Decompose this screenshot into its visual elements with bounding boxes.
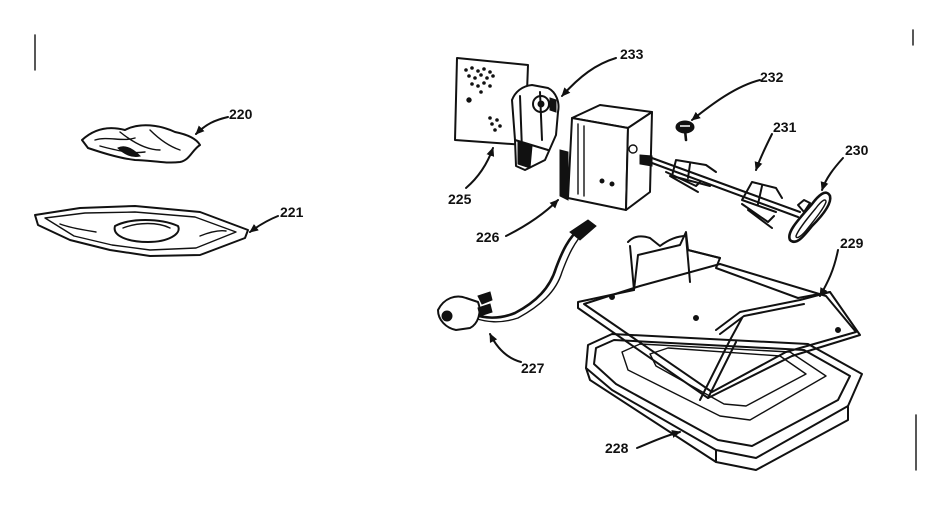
perforation-dot — [498, 124, 502, 128]
perforation-dot — [476, 84, 480, 88]
label-233: 233 — [620, 46, 644, 62]
perforation-dot — [485, 76, 489, 80]
perforation-dot — [479, 90, 483, 94]
part-233-motor-bracket — [511, 84, 560, 171]
perforation-dot — [482, 67, 486, 71]
part-226-motor-unit — [559, 104, 653, 211]
part-220-cover — [81, 124, 201, 164]
perforation-dots — [464, 66, 502, 132]
label-229: 229 — [840, 235, 864, 251]
part-231-spit-rod — [639, 154, 801, 229]
part-229-wire-rack — [577, 231, 861, 401]
perforation-dot — [495, 118, 499, 122]
perforation-dot — [467, 74, 471, 78]
part-225-mounting-plate — [454, 57, 529, 146]
part-232-screw — [675, 120, 695, 142]
label-225: 225 — [448, 191, 472, 207]
label-230: 230 — [845, 142, 869, 158]
perforation-dot — [470, 82, 474, 86]
scan-edge-marks — [34, 29, 917, 471]
perforation-dot — [473, 76, 477, 80]
label-227: 227 — [521, 360, 545, 376]
label-228: 228 — [605, 440, 629, 456]
perforation-dot — [488, 70, 492, 74]
perforation-dot — [488, 84, 492, 88]
perforation-dot — [479, 73, 483, 77]
part-227-power-cord — [437, 219, 597, 331]
perforation-dot — [464, 68, 468, 72]
perforation-dot — [470, 66, 474, 70]
label-220: 220 — [229, 106, 253, 122]
label-232: 232 — [760, 69, 784, 85]
part-labels: 220 221 225 226 227 228 229 230 231 232 … — [229, 46, 869, 456]
perforation-dot — [488, 116, 492, 120]
part-221-drip-plate — [34, 205, 249, 257]
perforation-dot — [490, 122, 494, 126]
perforation-dot — [476, 69, 480, 73]
perforation-dot — [482, 81, 486, 85]
label-226: 226 — [476, 229, 500, 245]
label-221: 221 — [280, 204, 304, 220]
leader-arrows — [195, 57, 844, 449]
part-230-handle — [788, 191, 832, 244]
part-228-broiler-pan — [585, 333, 863, 471]
perforation-dot — [491, 74, 495, 78]
label-231: 231 — [773, 119, 797, 135]
perforation-dot — [493, 128, 497, 132]
